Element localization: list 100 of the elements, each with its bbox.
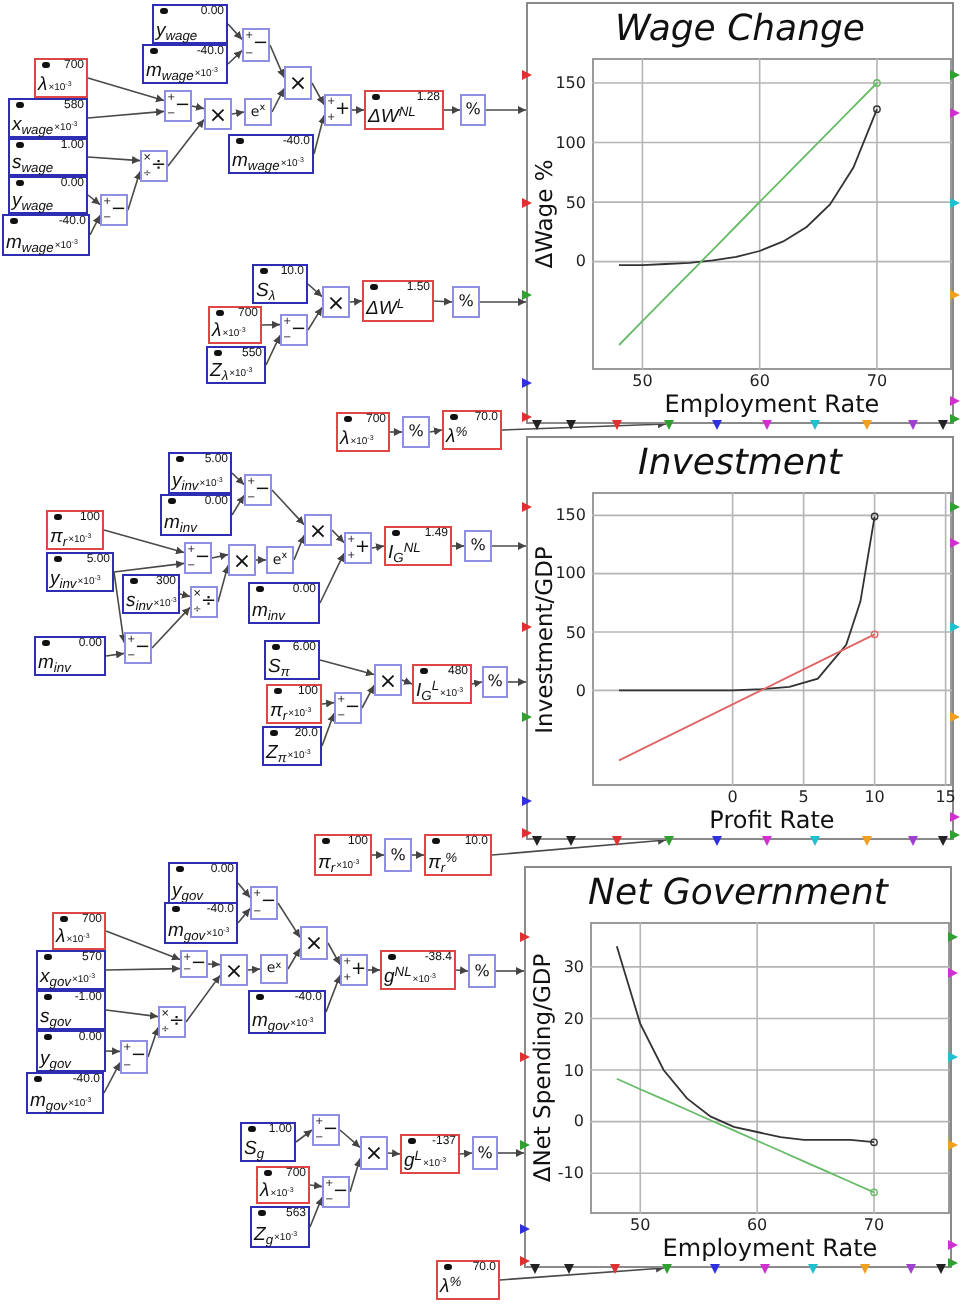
wire-arrow <box>261 320 281 329</box>
wire-arrow <box>459 1149 473 1158</box>
variable-box <box>46 510 104 550</box>
wire-arrow <box>479 298 527 306</box>
operator-box <box>344 532 372 564</box>
variable-name: λ$^{%}$ <box>440 1278 462 1298</box>
variable-box <box>400 1134 460 1174</box>
variable-box <box>206 346 266 384</box>
operator-symbol: ÷ <box>168 1013 185 1031</box>
variable-name: S$_{π}$ <box>268 658 290 678</box>
tick-label: 150 <box>555 506 586 525</box>
wire-arrow <box>485 106 527 114</box>
variable-name: S$_{λ}$ <box>256 282 276 302</box>
wire-arrow <box>231 109 245 118</box>
tick-label: 30 <box>563 957 584 976</box>
operator-box <box>260 954 288 984</box>
x-axis-title: Employment Rate <box>664 392 880 418</box>
variable-name: y$_{gov}$ <box>40 1050 71 1070</box>
wire-arrow <box>351 106 365 114</box>
operator-symbol: + <box>334 101 351 119</box>
operator-box <box>124 632 152 664</box>
wire-arrow <box>231 472 245 486</box>
wire-arrow <box>497 1149 525 1157</box>
variable-box <box>52 912 106 950</box>
operator-box <box>464 530 492 562</box>
operator-box <box>140 150 168 182</box>
operator-symbol: − <box>332 1183 349 1201</box>
operator-symbol: × <box>232 549 252 571</box>
variable-box <box>34 636 106 676</box>
operator-box <box>360 1136 388 1170</box>
variable-name: λ <box>260 1182 270 1202</box>
variable-box <box>208 306 262 344</box>
operator-box <box>120 1040 148 1074</box>
variable-box <box>152 4 228 44</box>
wire-arrow <box>87 194 101 206</box>
wire-arrow <box>371 543 385 552</box>
wire-arrow <box>237 907 251 924</box>
variable-box <box>250 1206 310 1248</box>
tick-label: 70 <box>863 1216 885 1234</box>
variable-name: λ <box>340 430 350 450</box>
wire-arrow <box>227 49 243 65</box>
operator-box <box>340 954 368 986</box>
wire-arrow <box>87 108 165 119</box>
operator-symbol: × <box>224 959 244 981</box>
variable-name: s$_{inv}$ <box>126 592 153 612</box>
wire-arrow <box>429 427 443 436</box>
tick-label: 60 <box>749 372 770 390</box>
variable-name: λ$^{%}$ <box>446 428 468 448</box>
wire-arrow <box>491 836 667 856</box>
operator-symbol: × <box>364 1142 384 1164</box>
variable-box <box>2 214 90 256</box>
tick-label: 100 <box>555 564 586 583</box>
variable-box <box>36 990 106 1030</box>
wire-arrow <box>307 306 323 331</box>
wire-arrow <box>87 156 141 165</box>
wire-arrow <box>105 650 125 659</box>
variable-name: Z$_{π}$ <box>266 744 287 764</box>
tick-label: 100 <box>555 133 586 152</box>
variable-box <box>228 134 314 174</box>
wire-arrow <box>307 283 323 298</box>
variable-name: π$_{r}$ <box>318 854 336 874</box>
operator-symbol: × <box>304 932 324 954</box>
tick-label: 150 <box>555 74 586 92</box>
operator-box <box>460 94 486 126</box>
operator-box <box>322 1176 350 1208</box>
wire-arrow <box>265 334 281 366</box>
wire-arrow <box>105 964 181 973</box>
variable-name: Z$_{g}$ <box>254 1226 274 1246</box>
operator-symbol: % <box>465 102 481 118</box>
operator-symbol: − <box>252 36 269 54</box>
wire-arrow <box>361 684 375 709</box>
operator-symbol: − <box>110 201 127 219</box>
variable-name: m$_{inv}$ <box>252 602 285 622</box>
variable-box <box>122 574 180 614</box>
variable-box <box>266 684 322 724</box>
operator-symbol: + <box>350 961 367 979</box>
operator-symbol: + <box>354 539 371 557</box>
wire-arrow <box>321 699 335 708</box>
variable-name: g$^{L}$ <box>404 1152 422 1172</box>
operator-symbol: % <box>477 1145 493 1161</box>
wire-arrow <box>499 1264 665 1281</box>
operator-symbol: % <box>487 674 503 690</box>
wire-arrow <box>295 1129 313 1143</box>
operator-box <box>244 474 272 506</box>
wire-arrow <box>309 1181 323 1190</box>
wire-arrow <box>105 1009 159 1020</box>
tick-label: 50 <box>565 623 586 641</box>
operator-symbol: × <box>326 291 346 313</box>
tick-label: 10 <box>563 1061 584 1080</box>
variable-box <box>36 950 106 990</box>
operator-box <box>384 838 412 872</box>
tick-label: 0 <box>573 1112 584 1131</box>
wire-arrow <box>339 1129 361 1149</box>
plot-frame <box>526 2 954 424</box>
variable-box <box>362 280 434 322</box>
variable-name: Z$_{λ}$ <box>210 362 229 382</box>
wire-arrow <box>451 542 465 550</box>
variable-name: y$_{wage}$ <box>156 22 198 42</box>
variable-name: ΔW$^{NL}$ <box>368 108 416 128</box>
variable-box <box>412 664 472 704</box>
